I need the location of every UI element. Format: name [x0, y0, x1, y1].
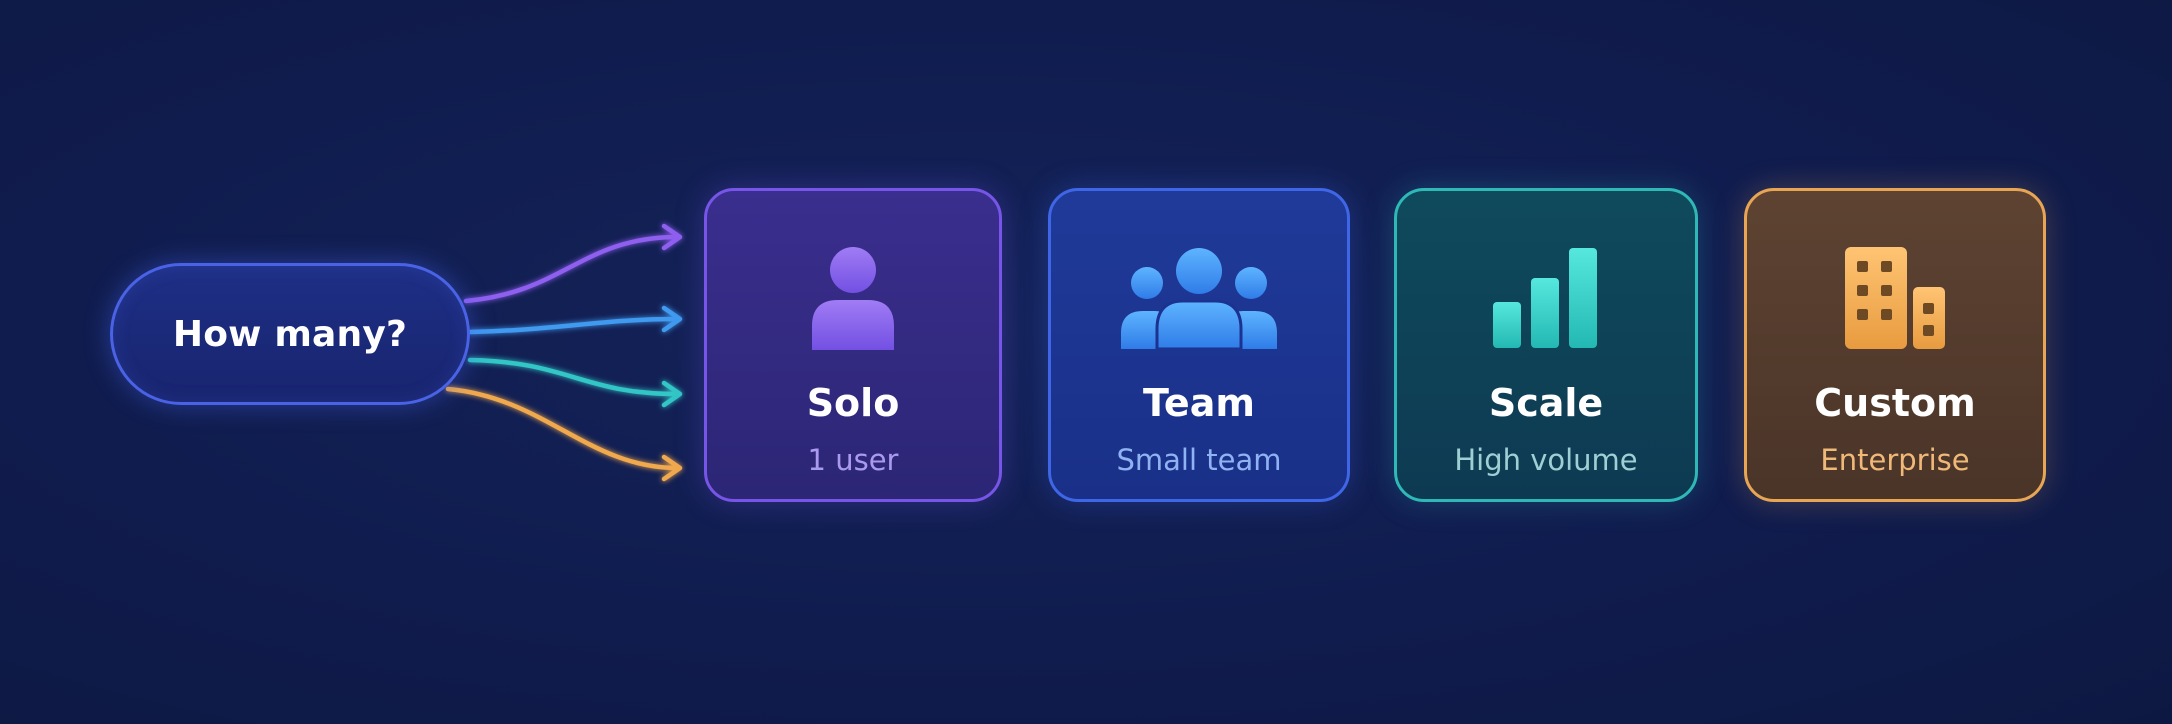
- option-subtitle: 1 user: [807, 443, 899, 477]
- option-card-team[interactable]: Team Small team: [1048, 188, 1350, 502]
- option-title: Solo: [806, 381, 900, 425]
- question-label: How many?: [172, 313, 408, 355]
- question-node: How many?: [110, 263, 470, 405]
- bar-chart-icon: [1466, 243, 1626, 353]
- option-card-solo[interactable]: Solo 1 user: [704, 188, 1002, 502]
- arrow-to-scale: [467, 357, 683, 408]
- option-card-custom[interactable]: Custom Enterprise: [1744, 188, 2046, 502]
- option-title: Custom: [1814, 381, 1976, 425]
- option-title: Team: [1143, 381, 1255, 425]
- option-card-scale[interactable]: Scale High volume: [1394, 188, 1698, 502]
- arrow-to-team: [467, 305, 683, 335]
- option-subtitle: Small team: [1116, 443, 1282, 477]
- option-subtitle: Enterprise: [1820, 443, 1970, 477]
- building-icon: [1815, 243, 1975, 353]
- person-icon: [773, 243, 933, 353]
- option-subtitle: High volume: [1454, 443, 1638, 477]
- option-title: Scale: [1488, 381, 1604, 425]
- arrow-to-solo: [463, 223, 683, 304]
- group-icon: [1119, 243, 1279, 353]
- arrow-to-custom: [445, 386, 683, 482]
